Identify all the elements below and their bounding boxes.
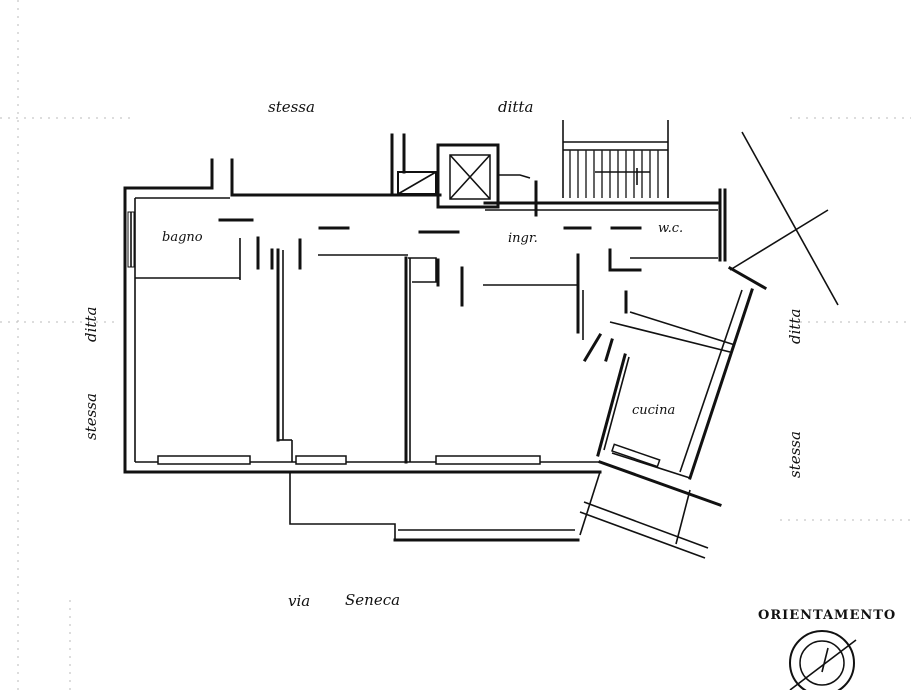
neighbor-label-right-upper: ditta — [786, 309, 804, 344]
neighbor-label-top-left: stessa — [268, 98, 315, 116]
interior-walls — [135, 218, 736, 464]
neighbor-label-left-lower: stessa — [82, 393, 100, 440]
room-label-ingresso: ingr. — [508, 231, 538, 246]
outer-walls — [123, 133, 768, 507]
stairs — [562, 120, 669, 198]
elevator — [397, 143, 538, 217]
neighbor-label-left-upper: ditta — [82, 307, 100, 342]
room-label-wc: w.c. — [658, 221, 683, 236]
neighbor-label-top-right: ditta — [498, 98, 533, 116]
street-label-via: via — [288, 592, 310, 610]
room-label-cucina: cucina — [632, 403, 675, 418]
street-label-name: Seneca — [345, 591, 400, 609]
room-label-bagno: bagno — [162, 230, 203, 245]
balcony — [289, 471, 709, 559]
neighbor-label-right-lower: stessa — [786, 431, 804, 478]
orientation-compass: ORIENTAMENTO — [758, 608, 896, 690]
orientation-title: ORIENTAMENTO — [758, 608, 896, 623]
construction-lines — [729, 131, 839, 306]
